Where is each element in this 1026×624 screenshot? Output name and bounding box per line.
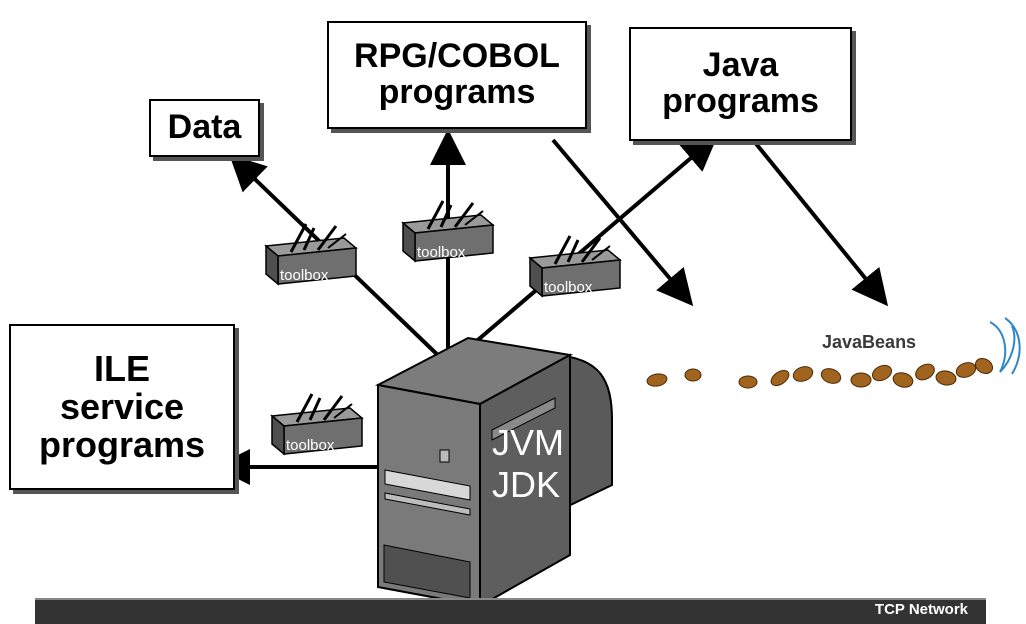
server-icon — [374, 336, 613, 608]
data-box-label: Data — [167, 108, 242, 147]
toolbox-label: toolbox — [280, 267, 329, 284]
rpg-cobol-box: RPG/COBOL programs — [327, 21, 587, 129]
server-label: JVM JDK — [492, 422, 564, 507]
server-label-jdk: JDK — [492, 464, 561, 506]
steam-swirl-icon — [989, 317, 1021, 375]
toolbox-icon: toolbox — [528, 235, 622, 298]
java-line-2: programs — [662, 82, 819, 120]
arrow-to-java — [450, 134, 719, 364]
toolbox-icon: toolbox — [264, 223, 358, 286]
java-box: Java programs — [629, 27, 852, 141]
network-label: TCP Network — [874, 601, 968, 618]
toolbox-icon: toolbox — [270, 393, 364, 456]
rpg-cobol-line-1: RPG/COBOL — [354, 37, 560, 76]
arrow-rpg-to-beans — [551, 138, 694, 307]
server-label-jvm: JVM — [492, 422, 564, 463]
rpg-cobol-line-2: programs — [378, 73, 536, 111]
ile-box: ILE service programs — [9, 324, 235, 490]
network-bar: TCP Network — [35, 598, 986, 624]
ile-line-3: programs — [38, 423, 206, 465]
toolbox-label: toolbox — [544, 279, 593, 296]
toolbox-label: toolbox — [286, 437, 335, 454]
toolbox-icon: toolbox — [401, 200, 495, 263]
java-line-1: Java — [702, 46, 779, 85]
ile-line-2: service — [59, 386, 185, 428]
data-box: Data — [149, 99, 260, 157]
ile-line-1: ILE — [93, 348, 150, 390]
toolbox-label: toolbox — [417, 244, 466, 261]
javabeans-label: JavaBeans — [822, 332, 917, 352]
arrow-java-to-beans — [751, 138, 889, 307]
coffee-beans-icon — [646, 357, 994, 389]
